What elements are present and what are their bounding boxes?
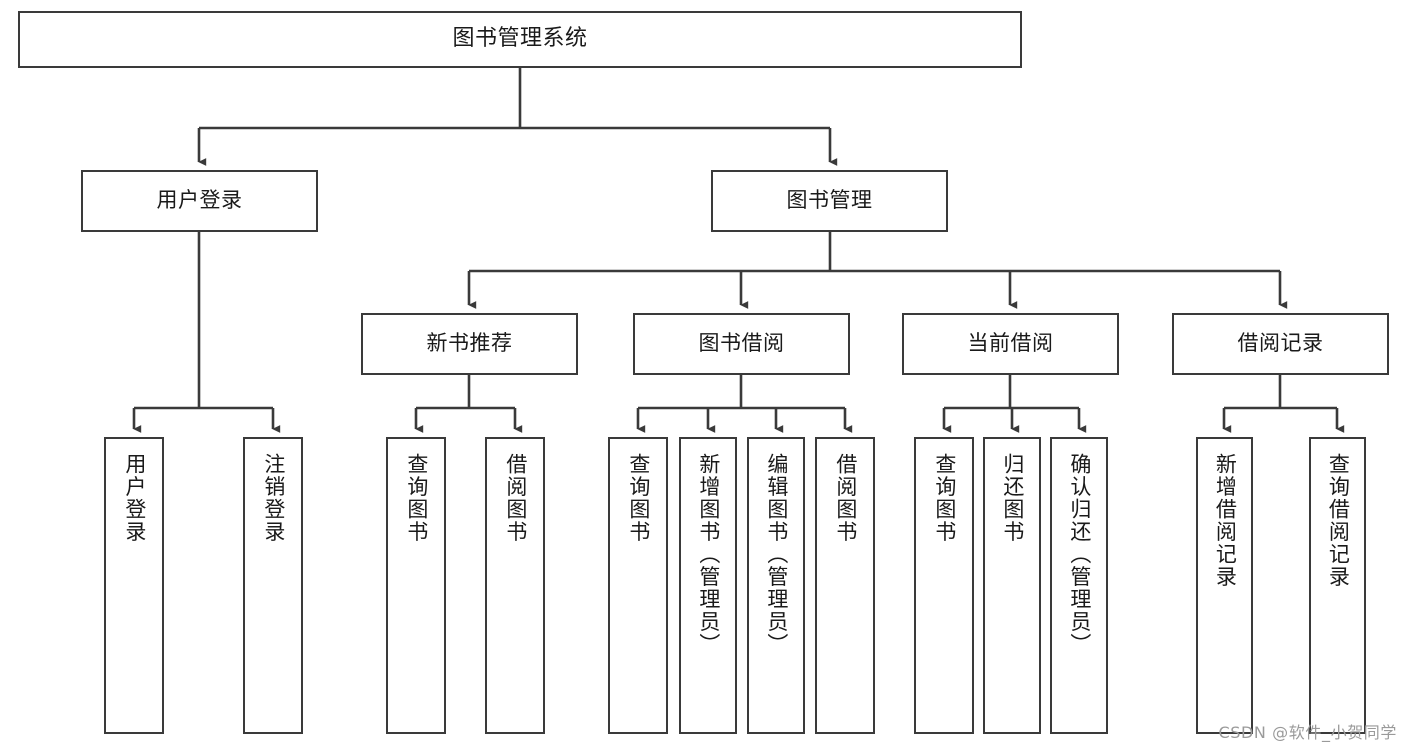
node-leaf-query-book-current[interactable]: 查询图书	[914, 437, 974, 734]
csdn-watermark: CSDN @软件_小贺同学	[1218, 723, 1397, 742]
node-leaf-add-borrow-record-label: 新增借阅记录	[1213, 453, 1238, 588]
node-leaf-query-borrow-record[interactable]: 查询借阅记录	[1309, 437, 1366, 734]
node-borrow-record[interactable]: 借阅记录	[1172, 313, 1389, 375]
node-leaf-return-book-label: 归还图书	[1000, 453, 1025, 543]
node-new-book-recommend[interactable]: 新书推荐	[361, 313, 578, 375]
node-current-borrow-label: 当前借阅	[967, 331, 1054, 356]
node-leaf-add-book-admin-label: 新增图书（管理员）	[696, 453, 721, 656]
node-leaf-user-login-label: 用户登录	[122, 453, 147, 543]
node-leaf-add-book-admin[interactable]: 新增图书（管理员）	[679, 437, 737, 734]
node-book-borrow[interactable]: 图书借阅	[633, 313, 850, 375]
node-leaf-query-book-recommend[interactable]: 查询图书	[386, 437, 446, 734]
node-leaf-borrow-book-label: 借阅图书	[833, 453, 858, 543]
node-leaf-query-book-current-label: 查询图书	[932, 453, 957, 543]
node-leaf-edit-book-admin[interactable]: 编辑图书（管理员）	[747, 437, 805, 734]
node-new-book-recommend-label: 新书推荐	[426, 331, 513, 356]
node-book-management-label: 图书管理	[786, 188, 873, 213]
node-leaf-user-login[interactable]: 用户登录	[104, 437, 164, 734]
node-book-management[interactable]: 图书管理	[711, 170, 948, 232]
node-leaf-query-book-borrow-label: 查询图书	[626, 453, 651, 543]
node-leaf-user-logout-label: 注销登录	[261, 453, 286, 543]
node-book-borrow-label: 图书借阅	[698, 331, 785, 356]
node-leaf-borrow-book-recommend[interactable]: 借阅图书	[485, 437, 545, 734]
node-leaf-query-borrow-record-label: 查询借阅记录	[1326, 453, 1351, 588]
node-leaf-return-book[interactable]: 归还图书	[983, 437, 1041, 734]
node-leaf-edit-book-admin-label: 编辑图书（管理员）	[764, 453, 789, 656]
node-current-borrow[interactable]: 当前借阅	[902, 313, 1119, 375]
node-borrow-record-label: 借阅记录	[1237, 331, 1324, 356]
node-user-login[interactable]: 用户登录	[81, 170, 318, 232]
node-leaf-query-book-recommend-label: 查询图书	[404, 453, 429, 543]
node-leaf-user-logout[interactable]: 注销登录	[243, 437, 303, 734]
node-leaf-confirm-return-admin-label: 确认归还（管理员）	[1067, 453, 1092, 656]
node-user-login-label: 用户登录	[156, 188, 243, 213]
node-leaf-confirm-return-admin[interactable]: 确认归还（管理员）	[1050, 437, 1108, 734]
node-leaf-borrow-book-recommend-label: 借阅图书	[503, 453, 528, 543]
node-leaf-add-borrow-record[interactable]: 新增借阅记录	[1196, 437, 1253, 734]
node-root[interactable]: 图书管理系统	[18, 11, 1022, 68]
node-leaf-query-book-borrow[interactable]: 查询图书	[608, 437, 668, 734]
node-root-label: 图书管理系统	[452, 26, 588, 52]
node-leaf-borrow-book[interactable]: 借阅图书	[815, 437, 875, 734]
